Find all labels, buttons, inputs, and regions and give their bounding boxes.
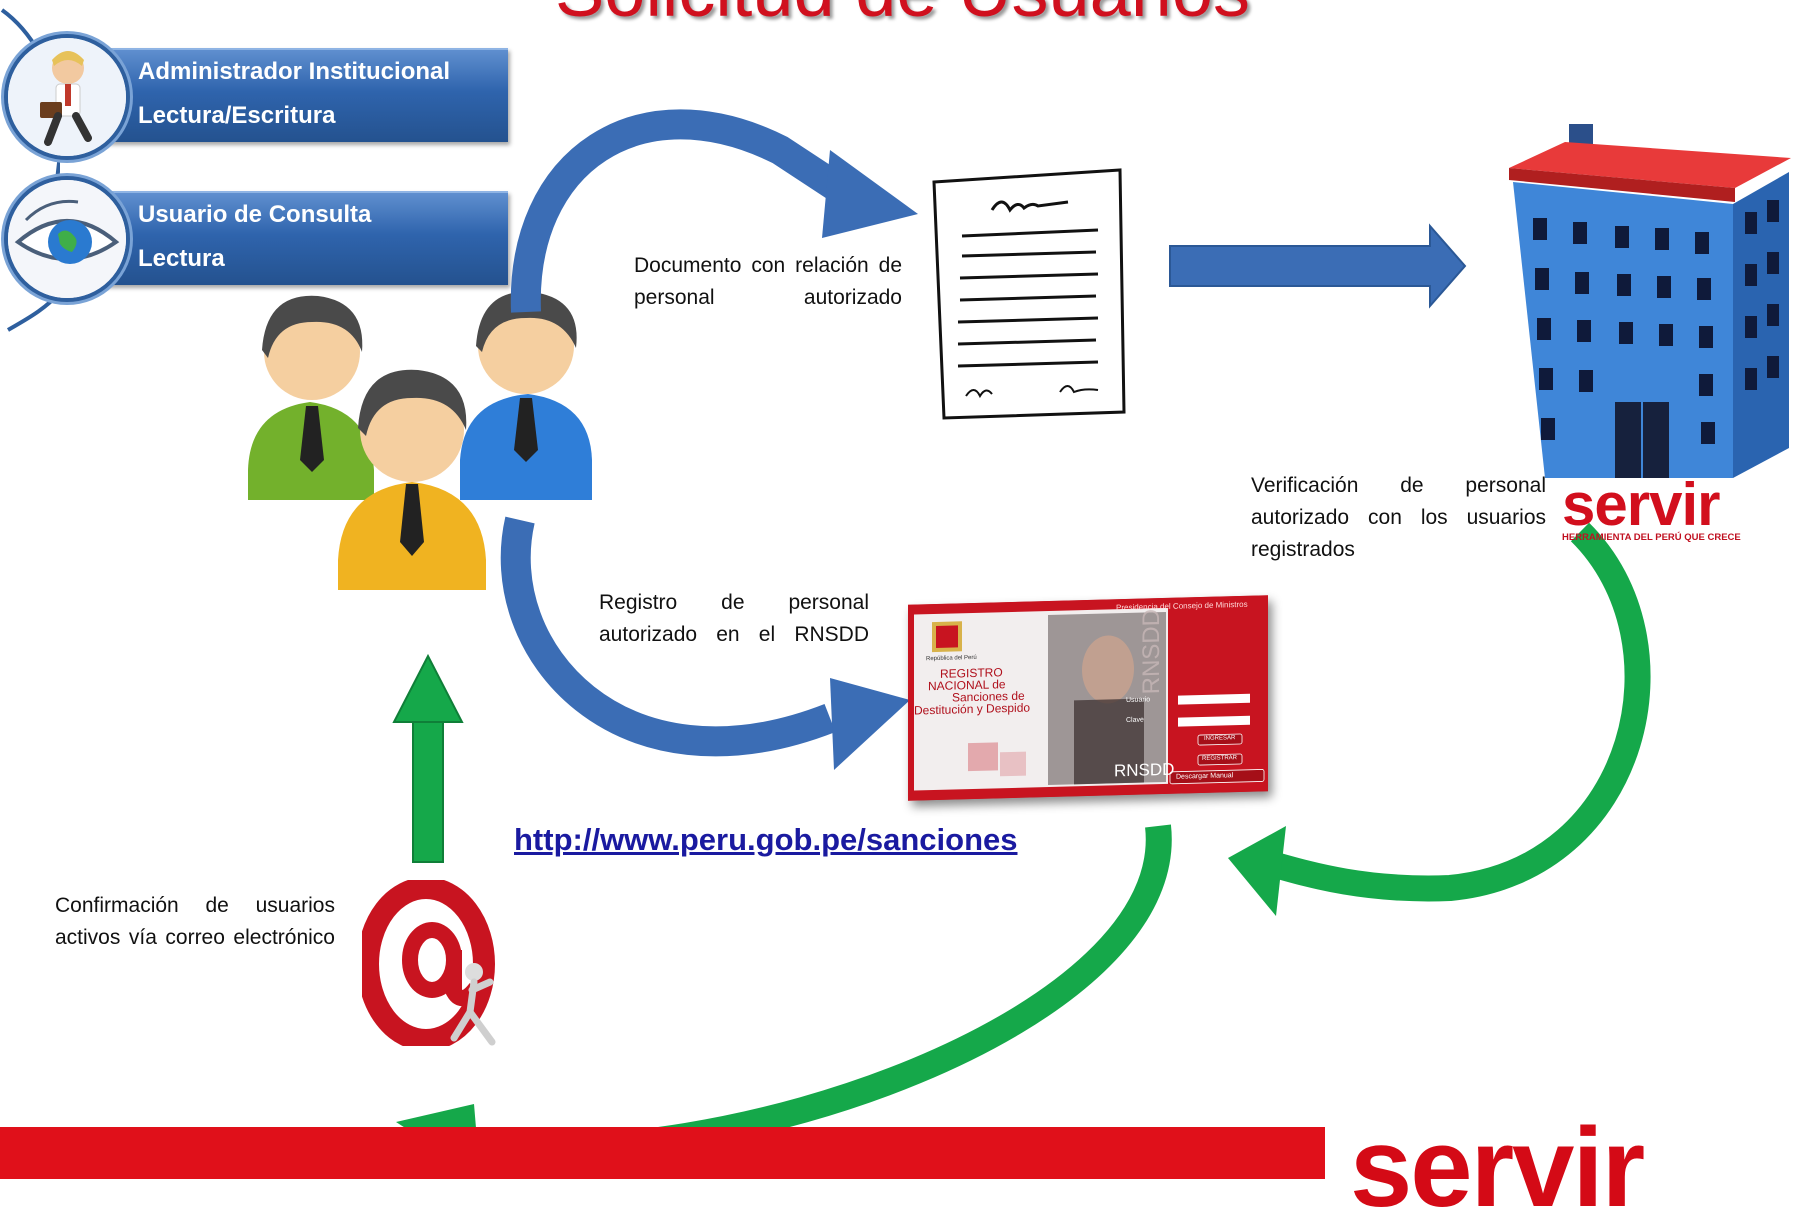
rnsdd-title-line-4: Destitución y Despido xyxy=(914,700,1031,718)
step-registro-text: Registro de personal autorizado en el RN… xyxy=(599,591,869,646)
step-verificacion-text: Verificación de personal autorizado con … xyxy=(1251,474,1546,561)
rnsdd-manual-button: Descargar Manual xyxy=(1176,772,1234,781)
rnsdd-url-link[interactable]: http://www.peru.gob.pe/sanciones xyxy=(514,822,1018,857)
eye-globe-icon xyxy=(4,176,130,302)
rnsdd-ingresar-button: INGRESAR xyxy=(1204,735,1236,742)
step-documento-text: Documento con relación de personal autor… xyxy=(634,254,902,309)
rnsdd-registrar-button: REGISTRAR xyxy=(1202,755,1238,763)
businessman-running-icon xyxy=(4,34,130,160)
footer-red-bar xyxy=(0,1127,1325,1179)
building-icon xyxy=(1509,124,1791,478)
page-title: Solicitud de Usuarios xyxy=(0,0,1805,33)
email-at-icon xyxy=(362,880,496,1046)
document-icon xyxy=(932,168,1126,420)
role-admin-access: Lectura/Escritura xyxy=(138,102,336,129)
rnsdd-badge: RNSDD xyxy=(1114,759,1175,781)
rnsdd-clave-label: Clave xyxy=(1126,716,1144,725)
role-consulta-name: Usuario de Consulta xyxy=(138,201,372,228)
rnsdd-vertical-text: RNSDD xyxy=(1138,608,1165,695)
servir-logo: servir HERRAMIENTA DEL PERÚ QUE CRECE xyxy=(1560,471,1800,548)
role-consulta-access: Lectura xyxy=(138,245,225,272)
rnsdd-usuario-label: Usuario xyxy=(1126,696,1151,705)
step-confirmacion-text: Confirmación de usuarios activos vía cor… xyxy=(55,894,335,949)
rnsdd-login-screenshot: Presidencia del Consejo de Ministros Rep… xyxy=(908,595,1268,801)
servir-logo-tagline: HERRAMIENTA DEL PERÚ QUE CRECE xyxy=(1562,532,1741,543)
footer-servir-logo: servir xyxy=(1350,1105,1645,1230)
role-consulta-box: Usuario de Consulta Lectura xyxy=(100,191,508,285)
user-group-icon xyxy=(248,291,592,590)
role-admin-box: Administrador Institucional Lectura/Escr… xyxy=(100,48,508,142)
servir-logo-word: servir xyxy=(1562,471,1720,538)
role-admin-name: Administrador Institucional xyxy=(138,58,451,85)
